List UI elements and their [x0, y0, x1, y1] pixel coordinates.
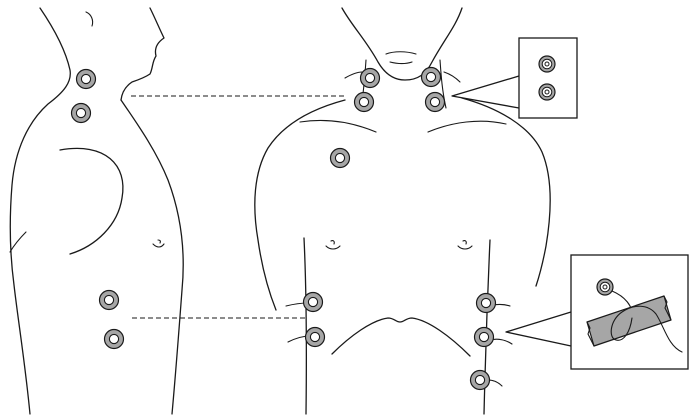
side-face-profile: [121, 8, 164, 100]
inset-neck-frame: [519, 38, 577, 118]
front-electrode-neck-right-lower: [426, 93, 445, 112]
side-electrode-flank-lower: [105, 330, 124, 349]
front-nipple-left: [326, 241, 340, 249]
side-shoulder-blade: [60, 148, 123, 254]
side-nipple: [153, 240, 164, 247]
side-chest-front: [121, 100, 183, 414]
front-mouth: [386, 52, 416, 64]
inset-electrode-lower: [539, 84, 555, 100]
front-electrode-neck-left-upper: [361, 69, 380, 88]
front-left-shoulder-arm: [255, 100, 345, 310]
front-nipple-right: [458, 241, 472, 249]
side-electrode-neck-upper: [77, 70, 96, 89]
front-electrode-right-side-upper: [477, 294, 496, 313]
front-neck-fold-left: [345, 72, 362, 78]
front-right-clavicle: [428, 121, 506, 132]
front-rib-cage: [332, 318, 470, 356]
front-neck-fold-right: [444, 72, 460, 82]
front-electrode-left-side-upper: [304, 293, 323, 312]
front-electrode-chest: [331, 149, 350, 168]
inset-electrode-upper: [539, 56, 555, 72]
side-electrode-flank-upper: [100, 291, 119, 310]
inset-lead-electrode: [597, 279, 613, 295]
inset-neck-electrode-detail: [452, 38, 577, 118]
front-right-shoulder-arm: [462, 98, 550, 286]
front-electrode-neck-left-lower: [355, 93, 374, 112]
side-electrode-neck-lower: [72, 104, 91, 123]
side-arm-line: [10, 232, 26, 252]
inset-lead-pointer: [506, 312, 571, 346]
side-view-figure: [10, 8, 183, 414]
front-electrode-right-side-lower: [471, 371, 490, 390]
front-skin-line-right-3: [488, 380, 502, 386]
front-torso-left: [304, 238, 306, 414]
side-ear: [86, 12, 93, 26]
front-view-figure: [255, 8, 550, 414]
front-left-clavicle: [300, 120, 376, 132]
front-electrode-left-side-lower: [306, 328, 325, 347]
inset-neck-pointer: [452, 76, 519, 108]
front-electrode-right-side-middle: [475, 328, 494, 347]
side-back-neck-outline: [10, 8, 70, 414]
front-jaw: [342, 8, 462, 80]
inset-taped-lead-detail: [506, 255, 688, 369]
front-electrode-neck-right-upper: [422, 68, 441, 87]
